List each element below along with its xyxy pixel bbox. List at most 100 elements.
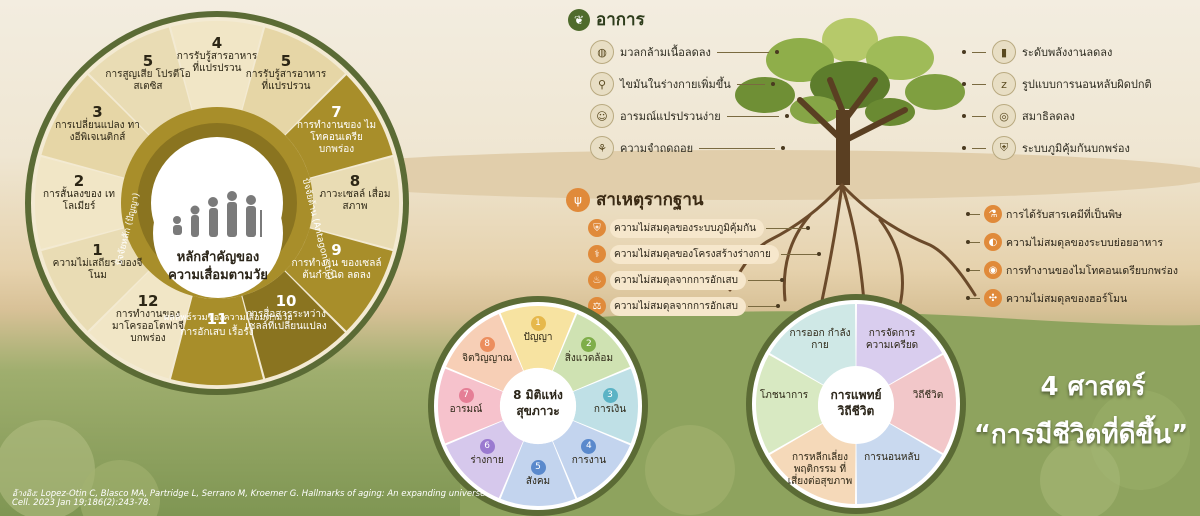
wellness-segment (573, 368, 638, 444)
hallmark-text: ภาวะเซลล์ เสื่อมสภาพ (319, 189, 391, 212)
symptom-icon: ⚲ (590, 72, 614, 96)
symptom-icon: ◍ (590, 40, 614, 64)
hallmark-text: การสื่อสารระหว่าง เซลล์ที่เปลี่ยนแปลง (245, 308, 327, 332)
symptom-icon: ☺ (590, 104, 614, 128)
symptom-item: ☺ อารมณ์แปรปรวนง่าย (590, 104, 789, 128)
hallmark-segment (89, 271, 192, 379)
hallmark-number: 8 (349, 172, 361, 190)
cause-text: ความไม่สมดุลของระบบย่อยอาหาร (1006, 236, 1164, 249)
symptom-item: ⚘ ความจำถดถอย (590, 136, 786, 160)
connector-line (726, 115, 779, 117)
connector-dot (779, 278, 784, 282)
connector-dot (774, 50, 779, 54)
wellness-text: ปัญญา (523, 332, 553, 343)
connector-line (970, 213, 980, 215)
hallmark-segment (170, 295, 264, 386)
wellness-segment (445, 420, 524, 499)
wellness-text: จิตวิญญาณ (462, 353, 513, 365)
symptoms-header: ❦ อาการ (568, 6, 645, 33)
cause-text: ความไม่สมดุลของโครงสร้างร่างกาย (610, 244, 779, 264)
headline-line1: 4 ศาสตร์ (1040, 372, 1146, 402)
citation-line1: อ้างอิง: Lopez-Otin C, Blasco MA, Partri… (12, 489, 489, 499)
connector-line (780, 253, 817, 255)
connector-dot (966, 296, 970, 300)
symptom-text: ระบบภูมิคุ้มกันบกพร่อง (1022, 142, 1130, 155)
symptom-text: ความจำถดถอย (620, 142, 694, 155)
wellness-segment (445, 313, 524, 392)
wellness-title-2: สุขภาวะ (516, 404, 560, 418)
wellness-text: การเงิน (593, 404, 627, 415)
root-cause-item: ◐ ความไม่สมดุลของระบบย่อยอาหาร (966, 232, 1163, 252)
roots-icon: ψ (566, 187, 590, 212)
cause-text: การทำงานของไมโทคอนเดรียบกพร่อง (1006, 264, 1179, 277)
hallmark-text: การทำงาน ของเซลล์ต้นกำเนิด ลดลง (291, 258, 382, 281)
connector-line (970, 241, 980, 243)
cause-text: ความไม่สมดุลจากการอักเสบ (610, 296, 746, 316)
hallmark-number: 5 (142, 52, 154, 71)
hallmark-segment (89, 27, 192, 135)
hallmark-segment (170, 20, 264, 111)
cause-text: ความไม่สมดุลของฮอร์โมน (1006, 292, 1128, 305)
connector-dot (966, 240, 970, 244)
hallmark-text: การสูญเสีย โปรตีโอสเตซิส (105, 69, 191, 93)
hallmark-segment (242, 271, 345, 379)
lifestyle-label: การจัดการ ความเครียด (865, 327, 919, 351)
hallmark-segment (41, 75, 149, 178)
aging-people-icon (173, 191, 262, 237)
root-cause-item: ⚖ความไม่สมดุลจากการอักเสบ (588, 296, 780, 316)
cause-text: การได้รับสารเคมีที่เป็นพิษ (1006, 208, 1122, 221)
symptom-icon: ⛨ (992, 136, 1016, 160)
wellness-text: สังคม (525, 476, 551, 487)
wellness-text: สิ่งแวดล้อม (564, 353, 614, 365)
connector-line (972, 51, 986, 53)
hallmark-segment (34, 156, 125, 250)
lifestyle-label: โภชนาการ (759, 390, 809, 401)
connector-line (972, 115, 986, 117)
cause-text: ความไม่สมดุลของระบบภูมิคุ้มกัน (610, 218, 764, 238)
symptom-icon: ▮ (992, 40, 1016, 64)
symptom-text: สมาธิลดลง (1022, 110, 1075, 123)
hallmark-number: 12 (137, 291, 159, 310)
hallmark-text: การเปลี่ยนแปลง ทางอีพิเจเนติกส์ (55, 120, 140, 143)
lifestyle-title-2: วิถีชีวิต (837, 404, 875, 418)
root-cause-item: ⛨ความไม่สมดุลของระบบภูมิคุ้มกัน (588, 218, 810, 238)
symptom-text: อารมณ์แปรปรวนง่าย (620, 110, 721, 123)
hallmark-number: 3 (92, 103, 103, 121)
connector-dot (784, 114, 789, 118)
root-cause-item: ⚕ความไม่สมดุลของโครงสร้างร่างกาย (588, 244, 821, 264)
connector-line (970, 297, 980, 299)
hallmark-text: การอักเสบ เรื้อรัง (180, 327, 254, 338)
hallmark-text: การรับรู้สารอาหาร ที่แปรปรวน (245, 69, 327, 93)
tree-illustration (728, 18, 977, 317)
cause-icon: ⚕ (588, 245, 606, 263)
symptom-item: ⚲ไขมันในร่างกายเพิ่มขึ้น (590, 72, 775, 96)
symptom-icon: ⚘ (590, 136, 614, 160)
leaf-icon: ❦ (568, 8, 590, 31)
hallmark-number: 4 (211, 34, 223, 52)
symptom-item: ◎สมาธิลดลง (962, 104, 1075, 128)
cause-icon: ◉ (984, 261, 1002, 279)
wellness-segment (552, 420, 631, 499)
symptom-text: มวลกล้ามเนื้อลดลง (620, 46, 711, 59)
lifestyle-label: การหลีกเลี่ยงพฤติกรรม ที่เสี่ยงต่อสุขภาพ (787, 452, 853, 488)
lifestyle-segment (769, 423, 856, 504)
hallmark-segment (309, 156, 400, 250)
cause-icon: ◐ (984, 233, 1002, 251)
wellness-number: 6 (479, 438, 495, 454)
lifestyle-center: การแพทย์ วิถีชีวิต (818, 368, 894, 444)
lifestyle-label: การนอนหลับ (864, 452, 920, 464)
connector-line (736, 83, 765, 85)
connector-line (699, 147, 776, 149)
cause-icon: ⚗ (984, 205, 1002, 223)
hallmark-text: การทำงานของ มาโครออโตฟาจี บกพร่อง (111, 308, 185, 344)
